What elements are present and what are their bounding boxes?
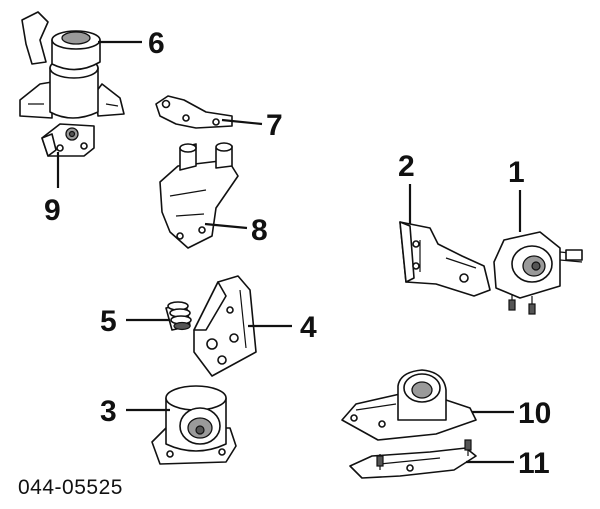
part-8-bracket bbox=[159, 142, 239, 249]
part-7-stay bbox=[155, 95, 233, 129]
leader-8 bbox=[204, 222, 248, 230]
part-1-mount bbox=[493, 231, 583, 315]
callout-10: 10 bbox=[518, 397, 551, 430]
part-6-engine-mount bbox=[19, 11, 125, 119]
leader-lines bbox=[56, 40, 522, 464]
callout-4: 4 bbox=[300, 311, 317, 344]
part-4-plate bbox=[193, 275, 257, 377]
diagram-code: 044-05525 bbox=[18, 476, 123, 499]
callout-8: 8 bbox=[251, 214, 268, 247]
callout-2: 2 bbox=[398, 150, 415, 183]
part-11-stay bbox=[349, 439, 477, 479]
part-9-bracket bbox=[41, 123, 95, 157]
leader-7 bbox=[221, 118, 263, 126]
part-3-mount bbox=[151, 385, 237, 465]
callout-3: 3 bbox=[100, 395, 117, 428]
callout-5: 5 bbox=[100, 305, 117, 338]
callout-7: 7 bbox=[266, 109, 283, 142]
part-2-bracket bbox=[399, 221, 491, 297]
callout-1: 1 bbox=[508, 156, 525, 189]
callout-9: 9 bbox=[44, 194, 61, 227]
part-10-mount bbox=[341, 369, 477, 441]
part-5-bushing bbox=[165, 301, 192, 331]
callout-6: 6 bbox=[148, 27, 165, 60]
callout-11: 11 bbox=[518, 447, 550, 480]
